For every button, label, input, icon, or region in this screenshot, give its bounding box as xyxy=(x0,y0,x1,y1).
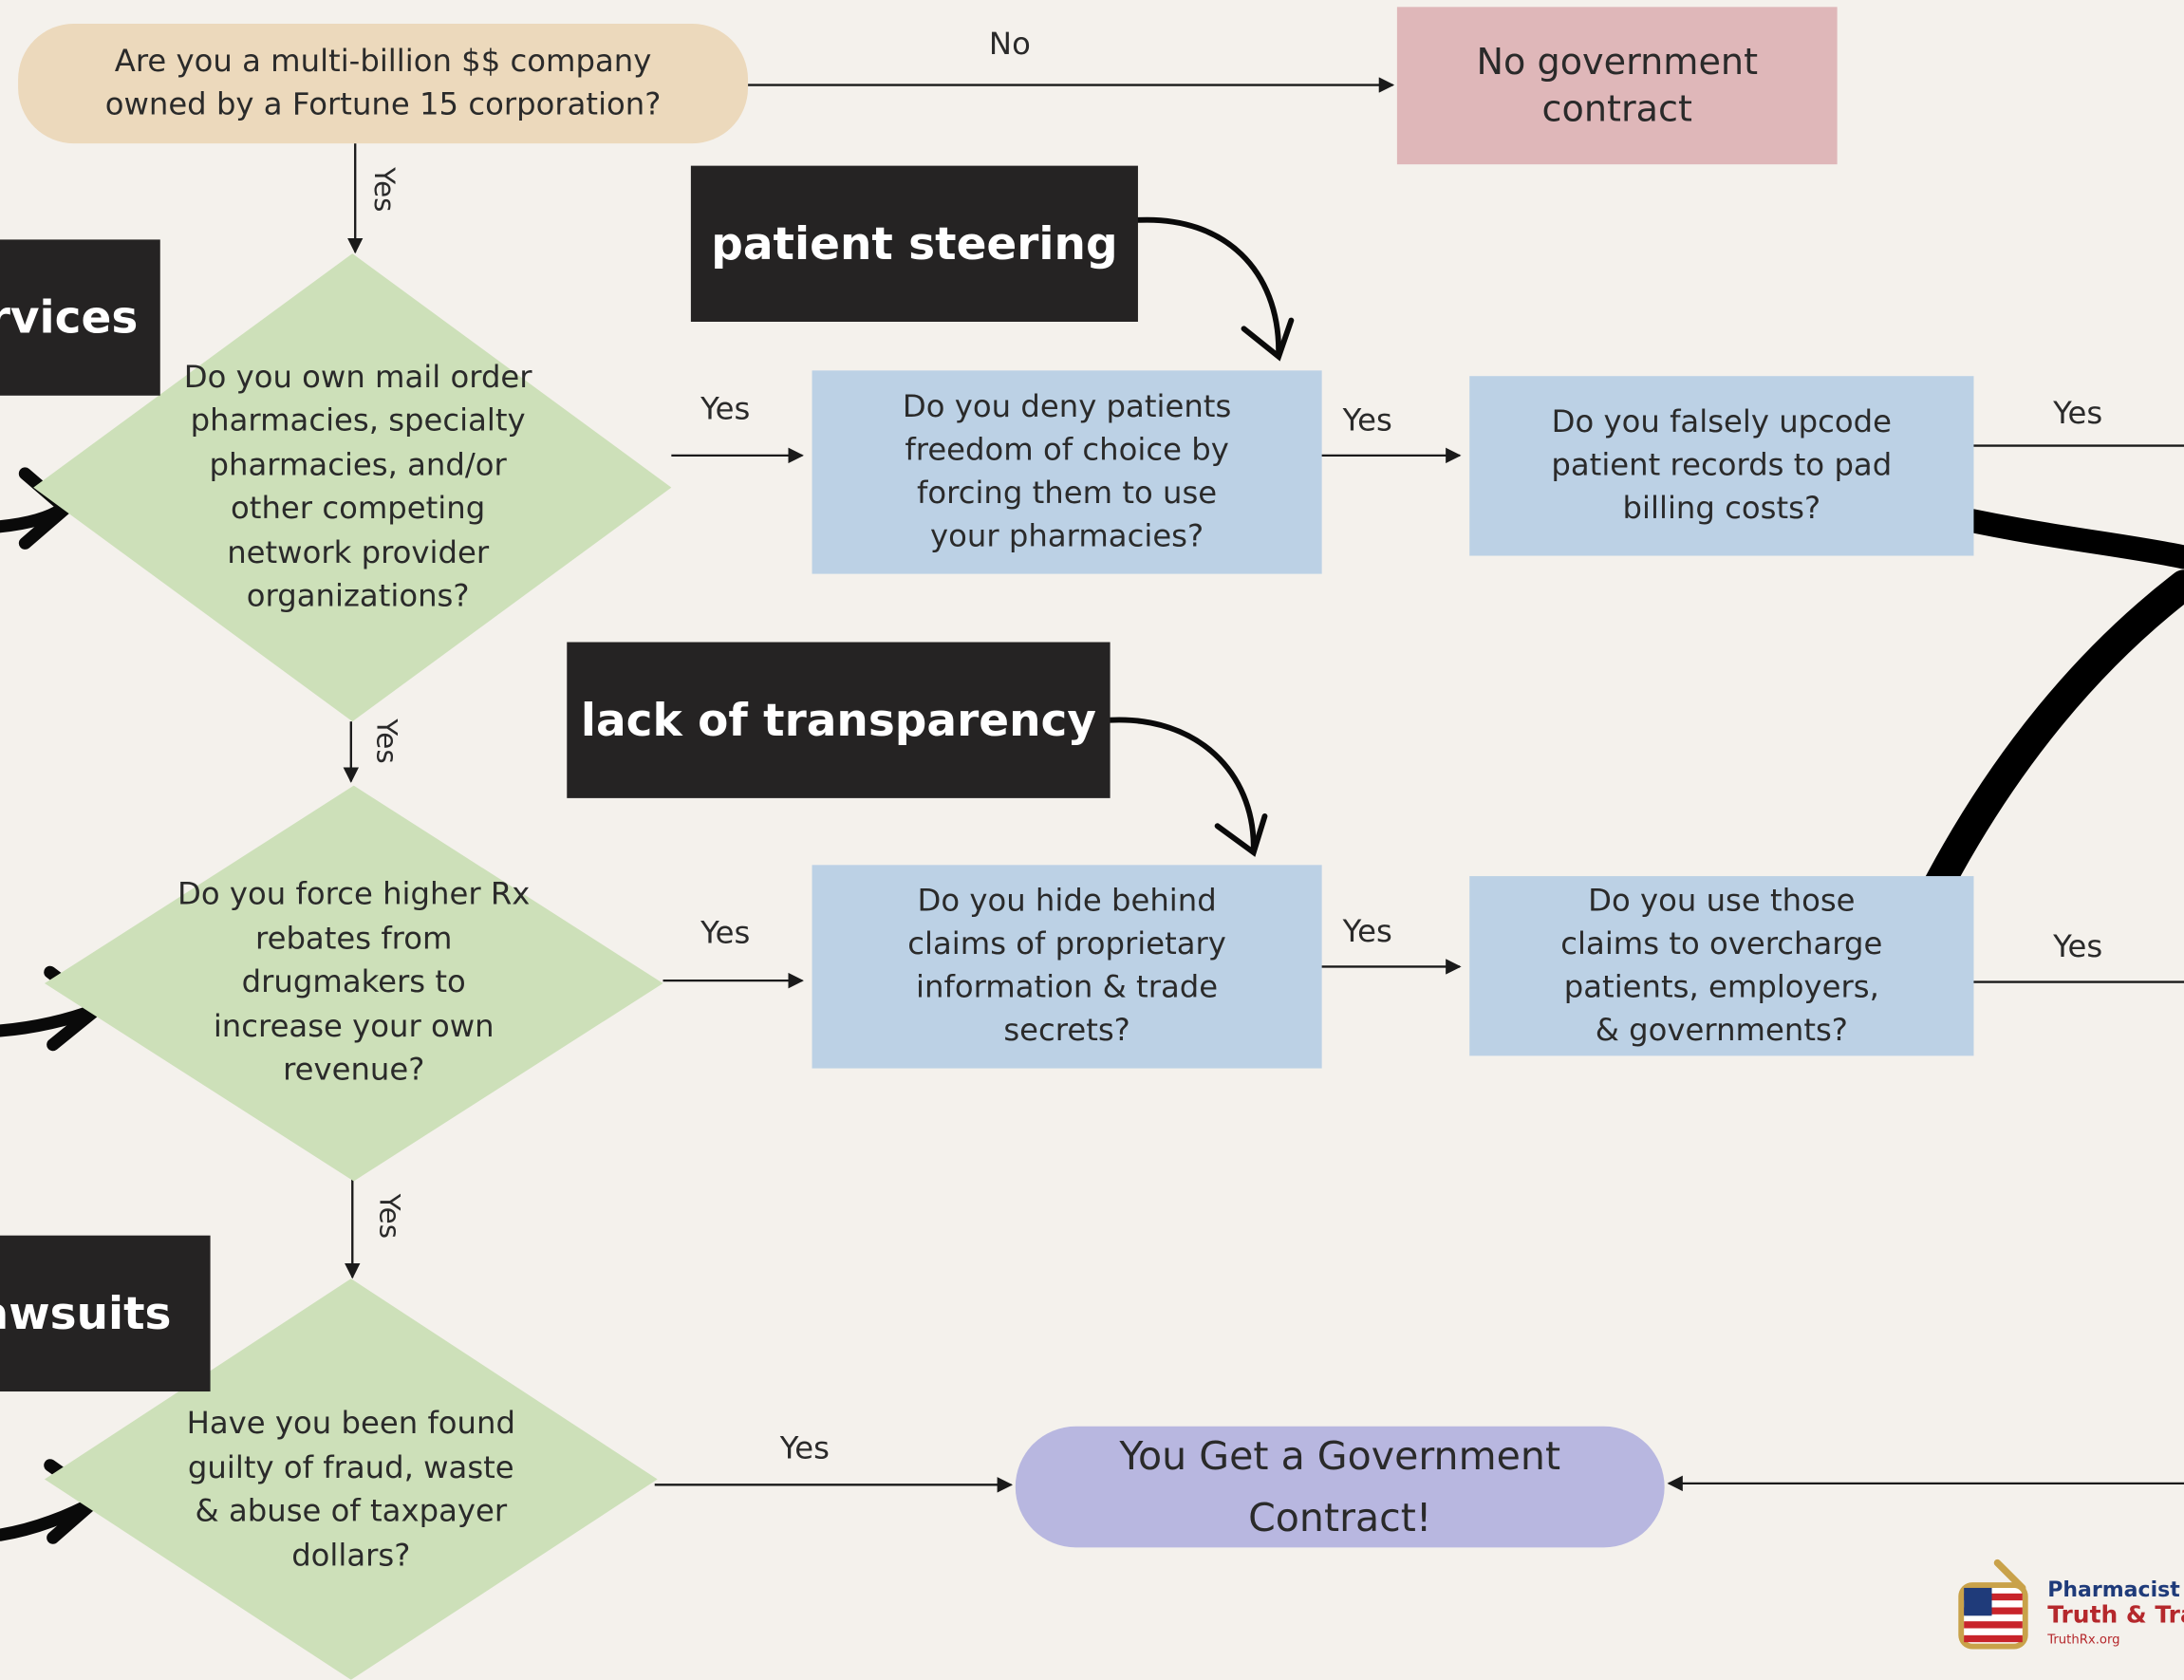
yes-label: Yes xyxy=(700,392,751,428)
yes-label: Yes xyxy=(2053,397,2103,432)
yes-label-vertical: Yes xyxy=(367,167,401,213)
diamond-shape-1 xyxy=(33,253,672,722)
result-contract: You Get a Government Contract! xyxy=(1015,1426,1665,1548)
diamond-question-1: Do you own mail order pharmacies, specia… xyxy=(183,360,532,615)
logo-text-line2: Truth & Tra xyxy=(2047,1601,2184,1630)
yes-label: Yes xyxy=(1342,915,1392,950)
label-patient-steering: patient steering xyxy=(690,165,1138,322)
logo-text-line3: TruthRx.org xyxy=(2047,1633,2120,1649)
label-services: rvices xyxy=(0,239,160,396)
question-deny-choice: Do you deny patients freedom of choice b… xyxy=(812,370,1322,574)
logo-text-line1: Pharmacist xyxy=(2047,1577,2180,1602)
label-lawsuits: awsuits xyxy=(0,1235,211,1392)
question-overcharge: Do you use those claims to overcharge pa… xyxy=(1469,876,1974,1056)
curved-arrow-transparency xyxy=(1107,717,1268,857)
question-proprietary: Do you hide behind claims of proprietary… xyxy=(812,865,1322,1069)
flag-mortar-icon xyxy=(1958,1559,2028,1650)
yes-label-vertical: Yes xyxy=(370,719,404,764)
diamond-shape-2 xyxy=(44,785,663,1182)
yes-label: Yes xyxy=(2053,930,2103,965)
label-lack-of-transparency: lack of transparency xyxy=(567,642,1111,798)
no-label: No xyxy=(988,28,1031,64)
start-question: Are you a multi-billion $$ company owned… xyxy=(18,23,749,144)
question-upcode: Do you falsely upcode patient records to… xyxy=(1469,376,1974,556)
diamond-question-2: Do you force higher Rx rebates from drug… xyxy=(177,877,531,1089)
yes-label: Yes xyxy=(1342,403,1392,439)
pharmacist-logo: Pharmacist Truth & Tra TruthRx.org xyxy=(1955,1558,2184,1658)
yes-label: Yes xyxy=(700,916,751,952)
yes-label: Yes xyxy=(779,1431,830,1467)
yes-label-vertical: Yes xyxy=(373,1193,407,1240)
curved-arrow-patient-steering xyxy=(1135,216,1295,362)
big-brush-stroke xyxy=(1910,497,2184,919)
no-contract-box: No government contract xyxy=(1396,7,1838,165)
diamond-question-3: Have you been found guilty of fraud, was… xyxy=(186,1407,515,1574)
